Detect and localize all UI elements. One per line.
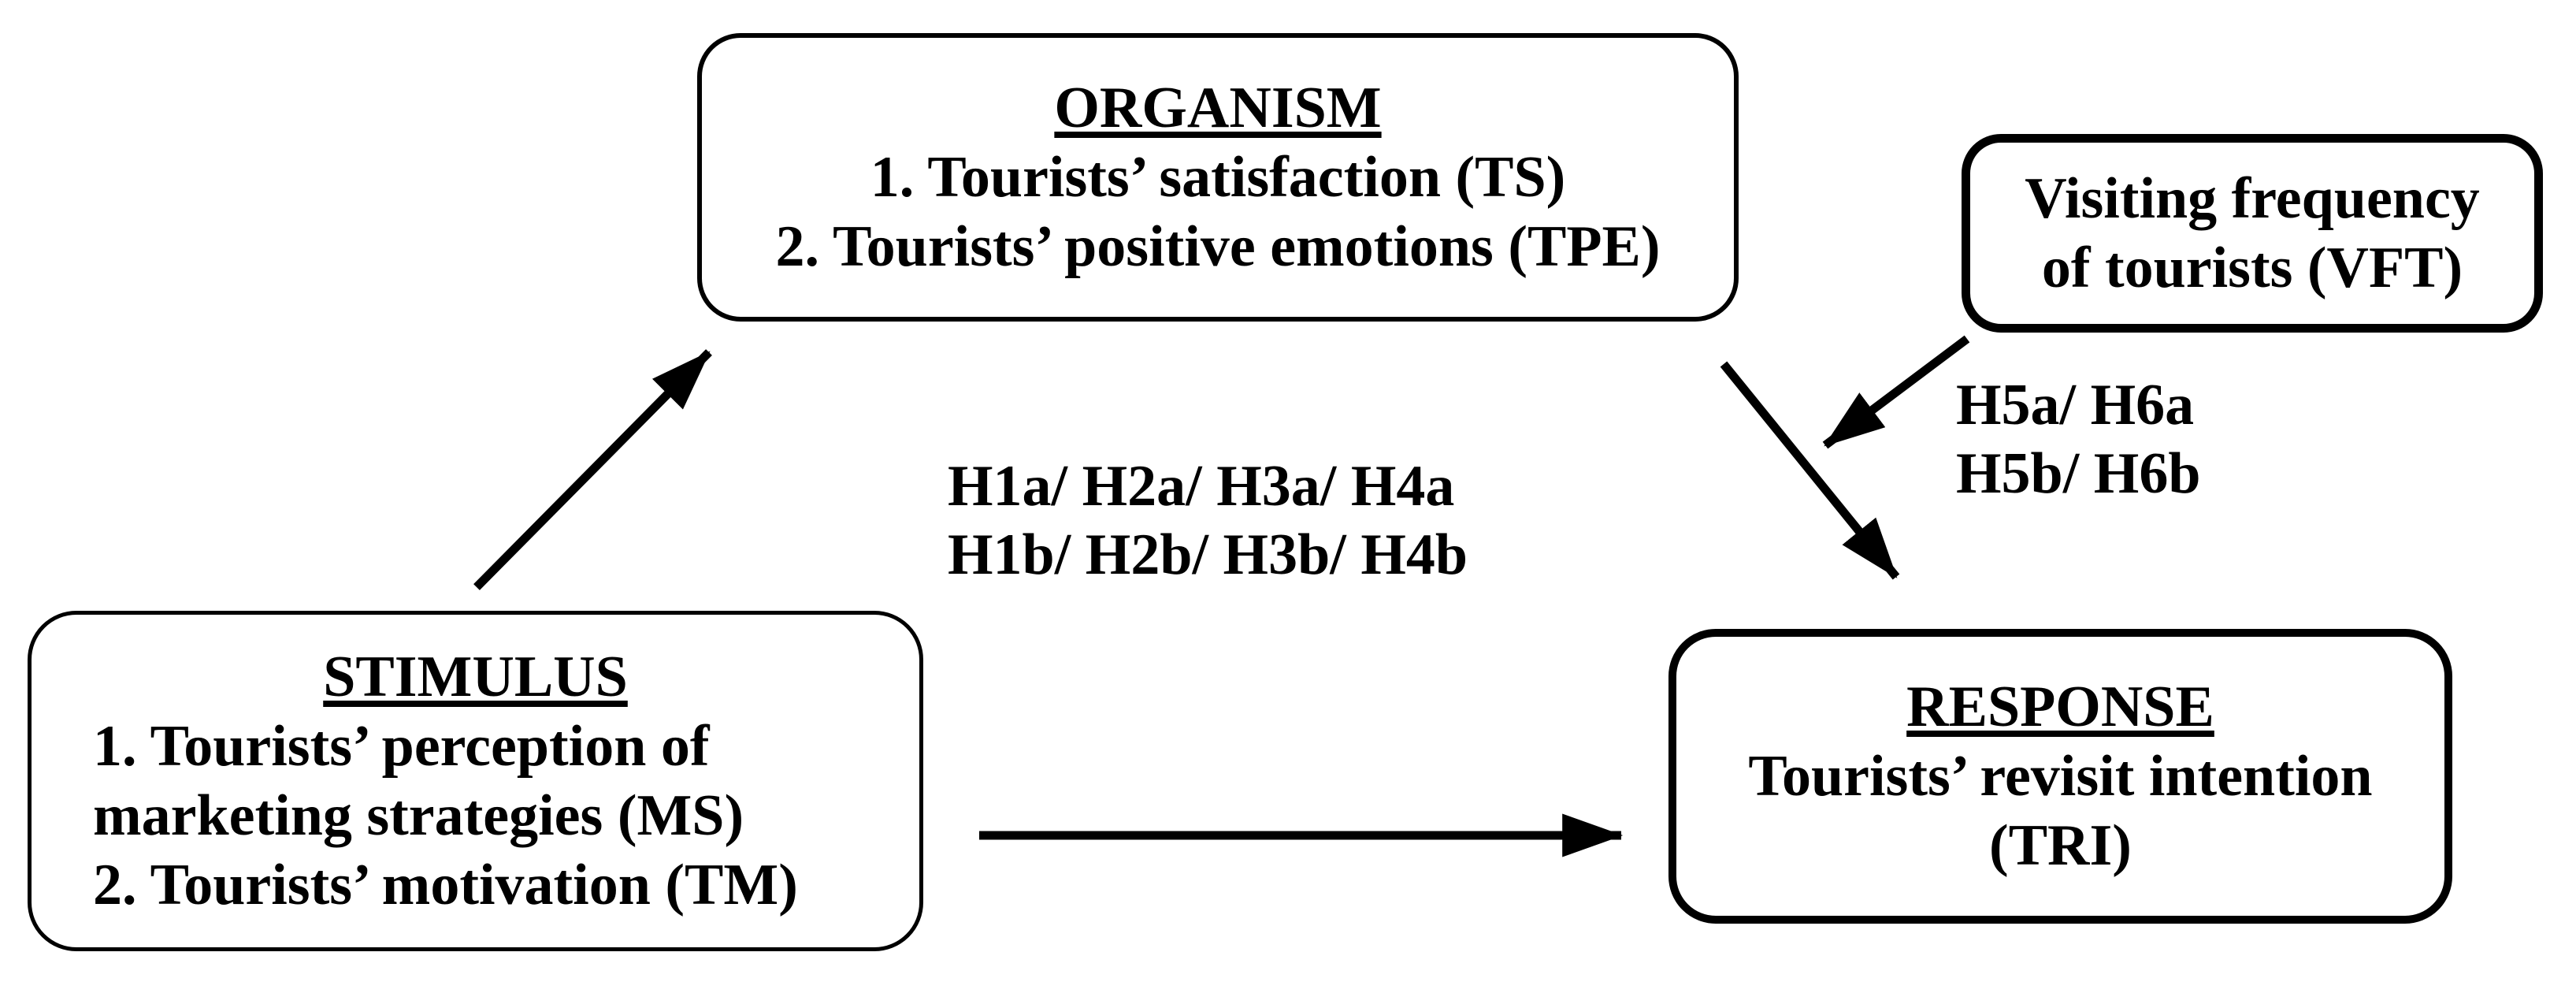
response-line-tri-1: Tourists’ revisit intention (1748, 744, 2373, 809)
response-box: RESPONSE Tourists’ revisit intention (TR… (1668, 629, 2452, 924)
vft-line-1: Visiting frequency (2025, 166, 2480, 231)
organism-item-ts: 1. Tourists’ satisfaction (TS) (870, 145, 1566, 210)
response-line-tri-2: (TRI) (1989, 813, 2132, 878)
stimulus-box: STIMULUS 1. Tourists’ perception of mark… (28, 611, 923, 951)
stimulus-heading: STIMULUS (32, 642, 919, 712)
arrow-vft-moderation (1822, 335, 1970, 449)
organism-item-tpe: 2. Tourists’ positive emotions (TPE) (775, 214, 1661, 279)
stimulus-item-ms-1: 1. Tourists’ perception of (93, 714, 710, 779)
organism-heading-text: ORGANISM (1054, 76, 1382, 140)
response-heading: RESPONSE (1676, 672, 2444, 742)
mediation-hypothesis-line-a: H1a/ H2a/ H3a/ H4a (948, 454, 1455, 519)
mediation-hypothesis-line-b: H1b/ H2b/ H3b/ H4b (948, 523, 1468, 587)
stimulus-item-tm: 2. Tourists’ motivation (TM) (93, 853, 798, 917)
vft-box: Visiting frequency of tourists (VFT) (1962, 134, 2543, 333)
mediation-hypothesis-labels: H1a/ H2a/ H3a/ H4a H1b/ H2b/ H3b/ H4b (948, 452, 1468, 589)
moderation-hypothesis-line-b: H5b/ H6b (1956, 441, 2201, 506)
arrow-organism-to-response (1720, 361, 1900, 580)
stimulus-item-ms-2: marketing strategies (MS) (93, 783, 744, 848)
organism-box: ORGANISM 1. Tourists’ satisfaction (TS) … (697, 33, 1739, 322)
moderation-hypothesis-line-a: H5a/ H6a (1956, 373, 2195, 437)
response-heading-text: RESPONSE (1906, 675, 2214, 739)
arrow-stimulus-to-organism (473, 349, 712, 590)
moderation-hypothesis-labels: H5a/ H6a H5b/ H6b (1956, 371, 2201, 508)
stimulus-heading-text: STIMULUS (323, 645, 628, 709)
vft-line-2: of tourists (VFT) (2041, 236, 2463, 300)
organism-heading: ORGANISM (702, 73, 1734, 143)
